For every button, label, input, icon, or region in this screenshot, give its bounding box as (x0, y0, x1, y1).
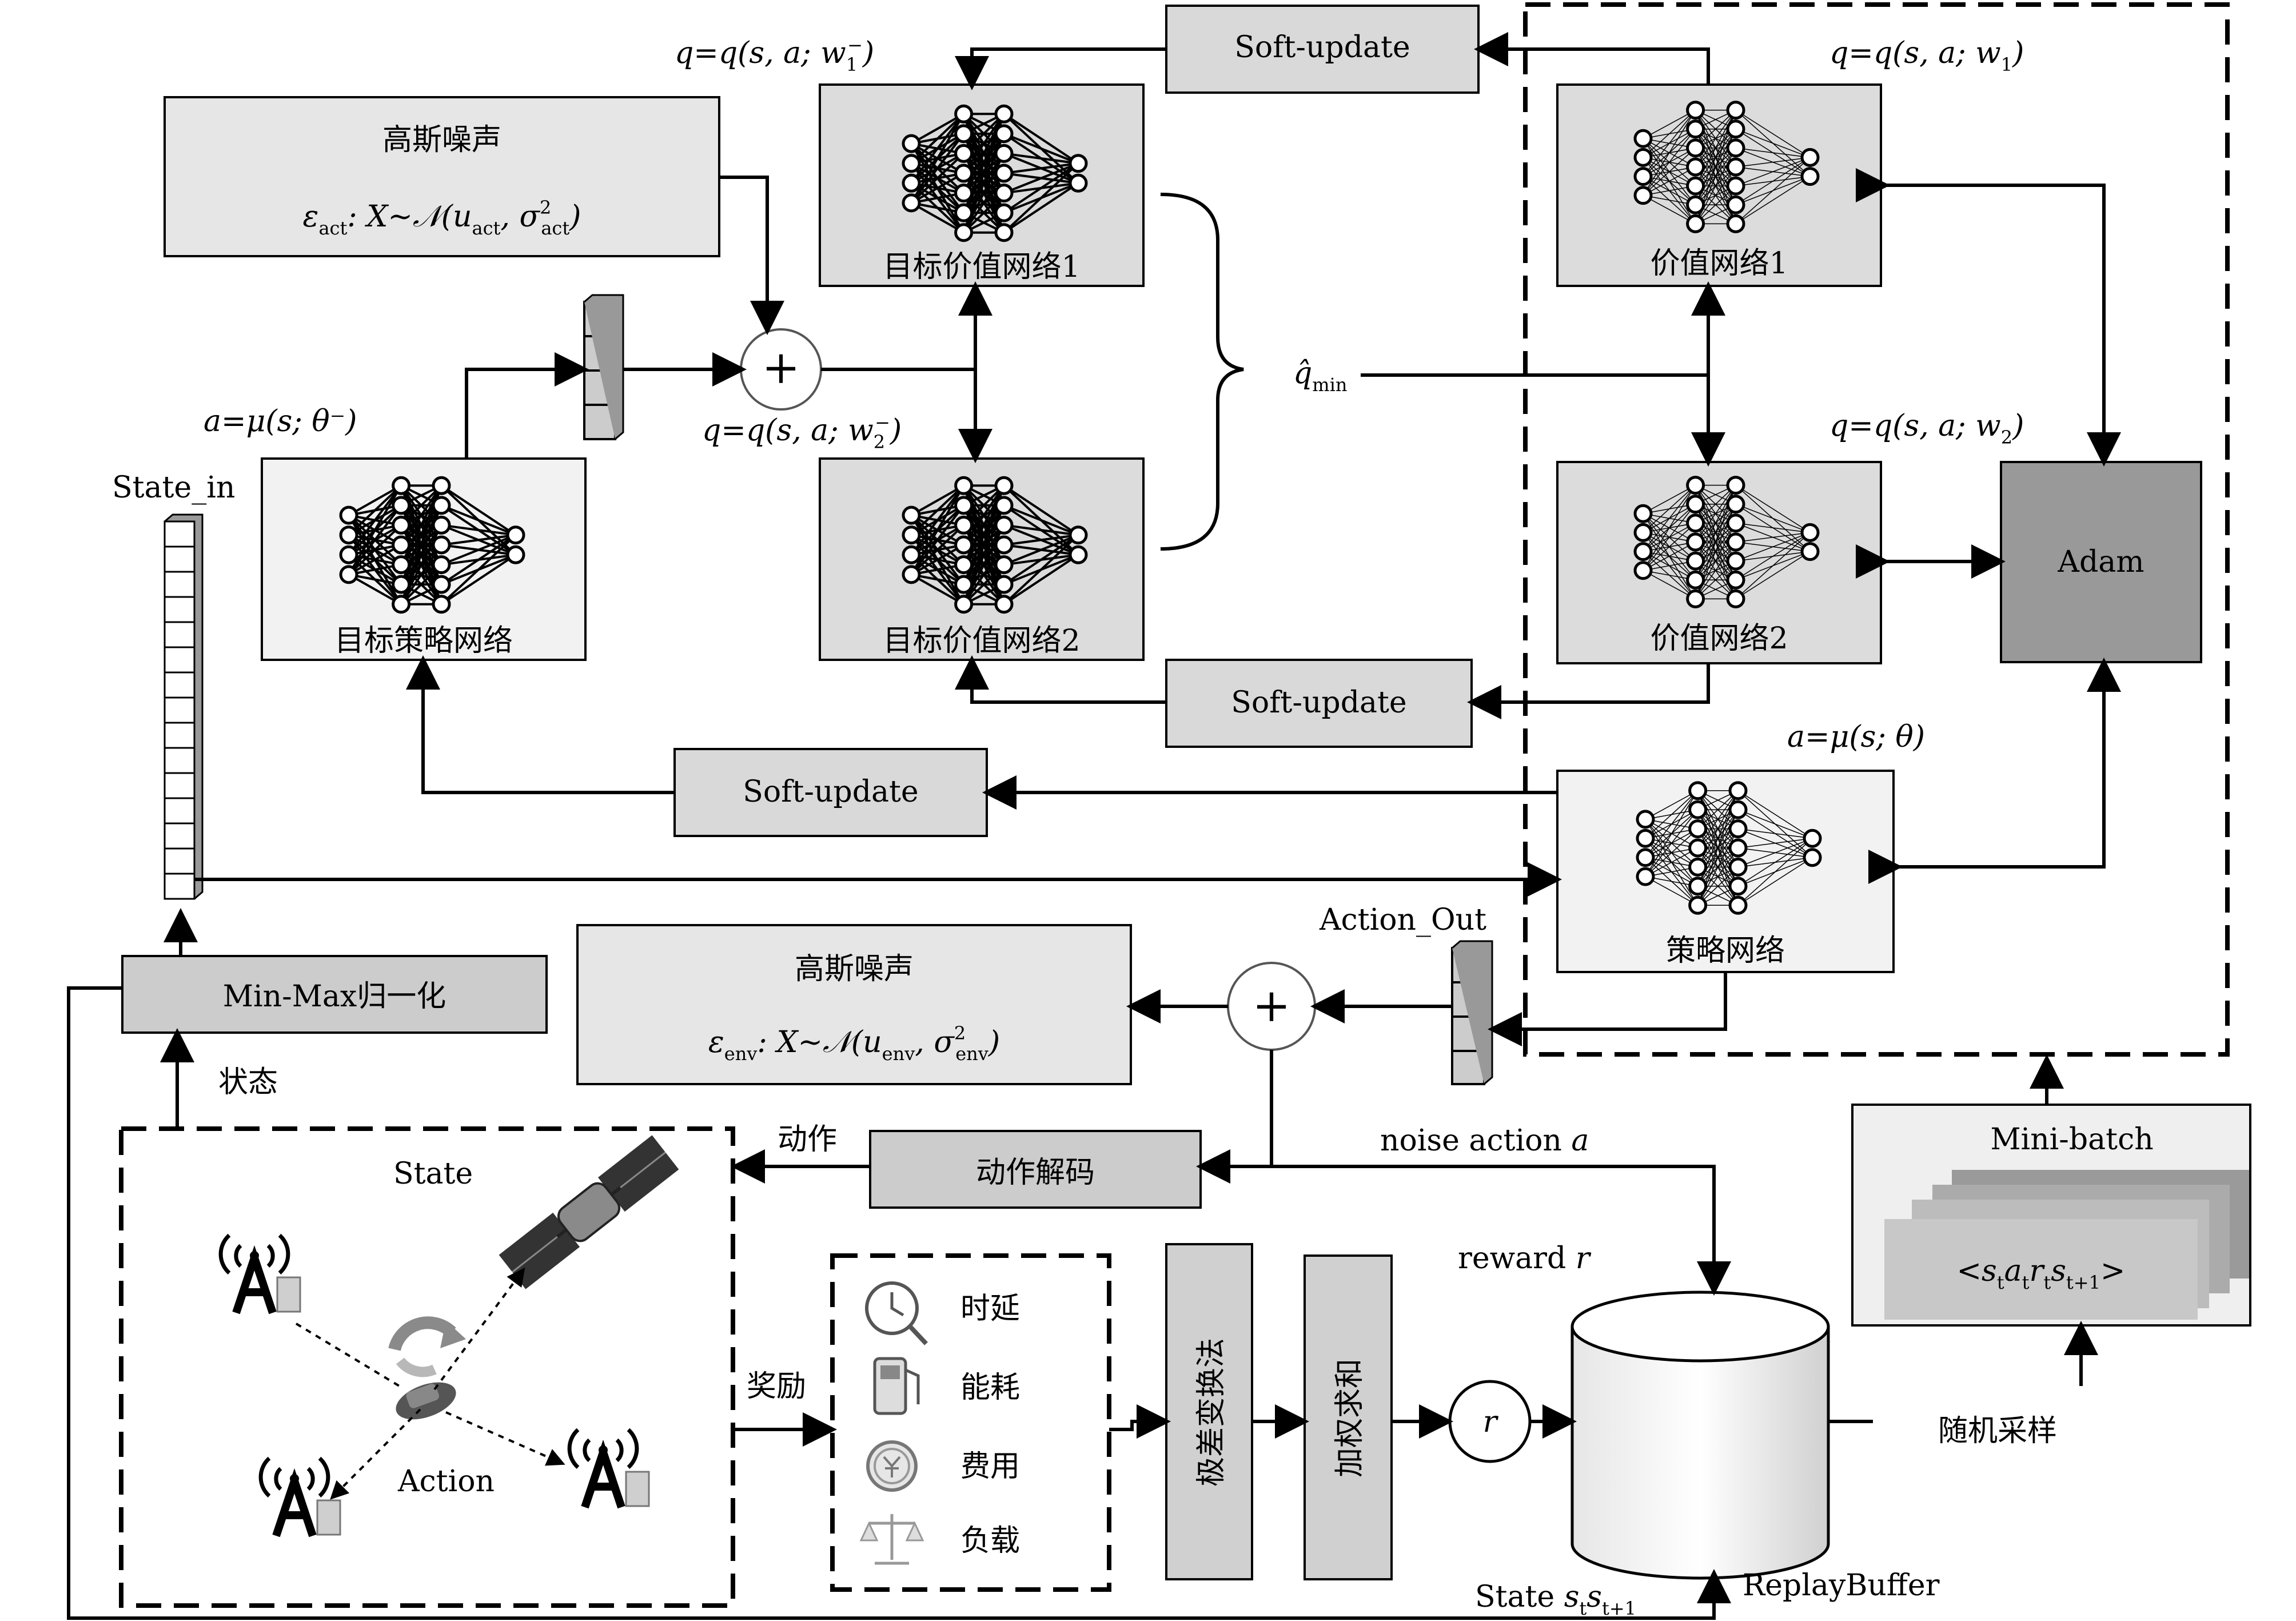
action-cn-label: 动作 (778, 1122, 837, 1157)
add-noise-node-top: + (740, 328, 822, 411)
svg-text:Min-Max归一化: Min-Max归一化 (223, 979, 447, 1014)
scale-icon (859, 1514, 924, 1565)
target-value1-formula: q=q(s, a; w1−) (675, 34, 874, 75)
range-transform-box: 极差变换法 (1165, 1243, 1253, 1580)
connectors (67, 32, 2121, 1620)
environment-region (119, 1126, 735, 1608)
noise-act-title: 高斯噪声 (382, 123, 501, 157)
soft-update-box-bottom: Soft-update (673, 748, 988, 837)
value2-label: 价值网络2 (1650, 622, 1788, 656)
link-to-tower-bottom (330, 1408, 421, 1500)
min-brace (1160, 193, 1244, 551)
action-out-label: Action_Out (1319, 903, 1486, 937)
value1-formula: q=q(s, a; w1) (1829, 36, 2024, 75)
satellite-icon (499, 1135, 679, 1289)
vehicle-icon (396, 1382, 456, 1420)
reward-node: r (1448, 1380, 1532, 1463)
target-value2-label: 目标价值网络2 (883, 624, 1080, 658)
svg-text:加权求和: 加权求和 (1333, 1359, 1367, 1477)
target-policy-formula: a=μ(s; θ⁻) (204, 404, 357, 439)
state-cn-label: 状态 (218, 1065, 278, 1100)
random-sample-label: 随机采样 (1938, 1414, 2057, 1448)
target-value-network-1: 目标价值网络1 (819, 83, 1145, 287)
replay-buffer-cylinder (1570, 1291, 1830, 1580)
metric-label: 能耗 (960, 1371, 1020, 1405)
target-policy-label: 目标策略网络 (334, 624, 513, 658)
cell-tower-icon (258, 1456, 341, 1538)
cell-tower-icon (567, 1428, 650, 1509)
adam-label: Adam (2057, 545, 2144, 579)
minmax-normalize-box: Min-Max归一化 (121, 955, 548, 1034)
reward-metrics-region (830, 1253, 1111, 1592)
env-state-label: State (393, 1157, 473, 1191)
svg-text:r: r (1483, 1405, 1499, 1439)
reward-cn-label: 奖励 (747, 1369, 806, 1404)
cell-tower-icon (218, 1233, 301, 1315)
neural-net-icon (339, 476, 525, 614)
env-action-label: Action (397, 1464, 495, 1499)
neural-net-icon (1633, 101, 1820, 233)
mini-batch-box: Mini-batch <statrtst+1> (1851, 1104, 2251, 1327)
refresh-icon (388, 1316, 466, 1377)
action-decode-box: 动作解码 (869, 1130, 1202, 1209)
neural-net-icon (1636, 781, 1822, 915)
value2-formula: q=q(s, a; w2) (1829, 409, 2024, 448)
action-vector-stack (583, 294, 624, 440)
metric-label: 费用 (960, 1449, 1020, 1484)
metric-label: 时延 (960, 1292, 1020, 1326)
value1-label: 价值网络1 (1650, 246, 1788, 281)
policy-label: 策略网络 (1666, 934, 1785, 968)
soft-update-box-top: Soft-update (1165, 5, 1480, 94)
svg-text:极差变换法: 极差变换法 (1194, 1338, 1229, 1487)
svg-text:+: + (762, 341, 800, 394)
target-value-network-2: 目标价值网络2 (819, 457, 1145, 661)
state-transition-label: State stst+1 (1475, 1580, 1636, 1619)
policy-formula: a=μ(s; θ) (1787, 720, 1925, 754)
fuel-pump-icon (873, 1357, 920, 1415)
adam-optimizer-box: Adam (2000, 461, 2202, 663)
online-networks-region (1523, 2, 2230, 1057)
target-value1-label: 目标价值网络1 (883, 250, 1080, 284)
target-value2-formula: q=q(s, a; w2−) (702, 412, 902, 453)
svg-text:Soft-update: Soft-update (1234, 30, 1410, 65)
target-policy-network: 目标策略网络 (261, 457, 587, 661)
action-out-vector (1451, 940, 1493, 1085)
state-in-label: State_in (112, 471, 235, 505)
noise-action-label: noise action a (1380, 1124, 1589, 1158)
reward-label: reward r (1458, 1241, 1592, 1276)
metric-label: 负载 (960, 1524, 1020, 1558)
soft-update-box-middle: Soft-update (1165, 659, 1473, 748)
transition-tuple: <statrtst+1> (1956, 1254, 2125, 1293)
svg-text:Mini-batch: Mini-batch (1990, 1122, 2153, 1157)
clock-icon (865, 1281, 928, 1345)
value-network-2: 价值网络2 (1556, 461, 1882, 664)
link-to-tower-left (295, 1323, 401, 1388)
neural-net-icon (902, 104, 1088, 242)
policy-network: 策略网络 (1556, 770, 1895, 973)
link-to-satellite (433, 1267, 525, 1391)
neural-net-icon (902, 476, 1088, 614)
noise-env-title: 高斯噪声 (795, 952, 914, 986)
add-noise-node-bottom: + (1227, 962, 1316, 1051)
svg-text:+: + (1252, 979, 1290, 1032)
svg-text:Soft-update: Soft-update (743, 775, 918, 809)
link-to-tower-right (445, 1411, 565, 1466)
q-min-label: q̂min (1293, 356, 1347, 396)
weighted-sum-box: 加权求和 (1304, 1254, 1393, 1580)
svg-text:Soft-update: Soft-update (1231, 686, 1406, 720)
value-network-1: 价值网络1 (1556, 83, 1882, 287)
neural-net-icon (1633, 476, 1820, 608)
svg-text:动作解码: 动作解码 (976, 1156, 1095, 1190)
state-in-vector (164, 513, 204, 900)
replay-buffer-label: ReplayBuffer (1743, 1568, 1940, 1603)
coin-icon (866, 1440, 918, 1492)
